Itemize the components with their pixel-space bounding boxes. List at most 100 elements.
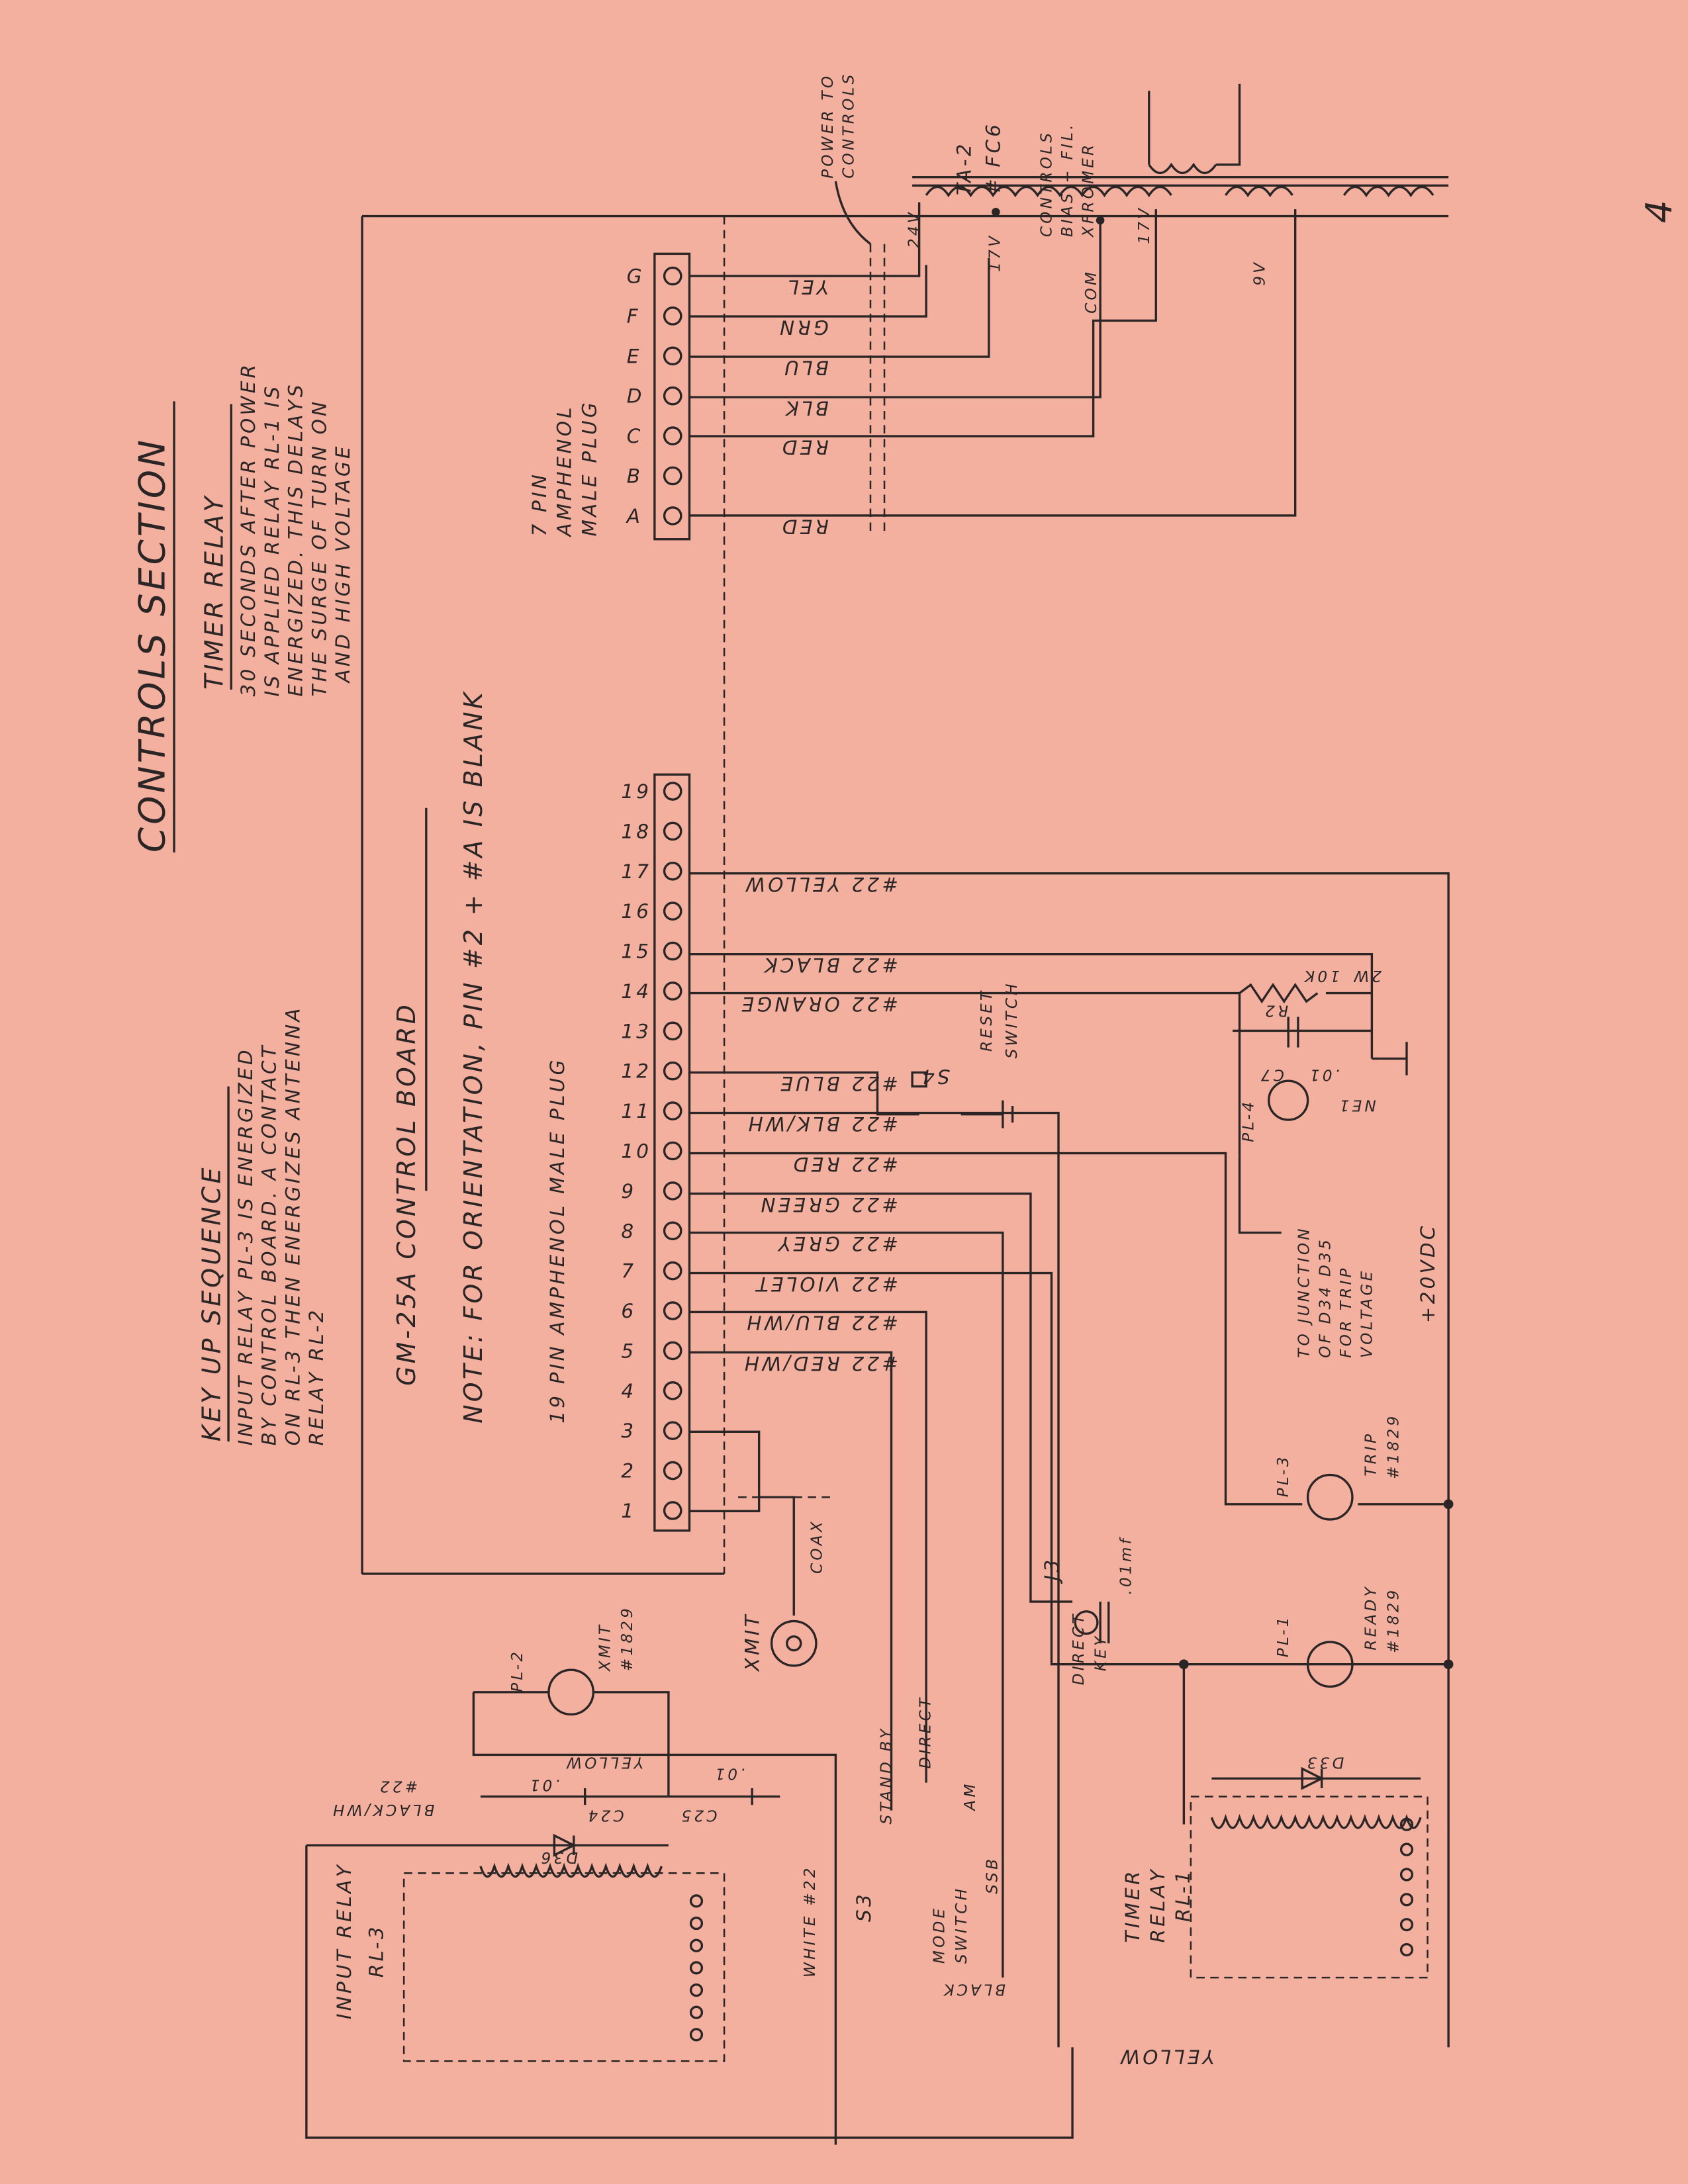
pin-6 <box>663 1301 682 1320</box>
r2-value: 10K <box>1302 967 1340 984</box>
pin-G <box>663 266 682 286</box>
junction-note: VOLTAGE <box>1358 1269 1376 1358</box>
key-up-line: BY CONTROL BOARD. A CONTACT <box>258 1043 281 1445</box>
wire-label-pin8: #22 GREY <box>776 1232 898 1255</box>
transformer-name: TA-2 <box>953 141 975 195</box>
pin-4 <box>663 1381 682 1400</box>
ne1-label: NE1 <box>1336 1097 1376 1114</box>
pin-label: 15 <box>621 940 651 963</box>
mode-switch-label: MODE <box>931 1906 948 1964</box>
pin-15 <box>663 941 682 961</box>
s4-label: S4 <box>919 1065 950 1087</box>
timer-relay-heading: TIMER RELAY <box>200 494 229 690</box>
direct-key-label: DIRECT <box>1070 1612 1088 1685</box>
wire-label-red: RED <box>779 435 828 458</box>
transformer-desc: XFROMER <box>1080 142 1098 238</box>
control-board-outline <box>361 214 1449 1575</box>
ready-label: #1829 <box>1385 1588 1402 1653</box>
trip-label: #1829 <box>1385 1414 1402 1479</box>
pin-label: 7 <box>621 1260 636 1283</box>
direct-key-label: KEY <box>1093 1634 1110 1672</box>
tap-17v-b: 17V <box>1136 206 1153 244</box>
wire-label-grn: GRN <box>777 316 829 338</box>
mode-switch-label: SWITCH <box>953 1886 970 1964</box>
power-to-controls: POWER TO <box>820 73 837 179</box>
pin-label: 18 <box>621 820 651 842</box>
component-labels: R2 10K 2W C7 .01 NE1 PL-4 RESET SWITCH S… <box>330 967 1439 2068</box>
pin-label: F <box>627 305 641 328</box>
transformer-desc: CONTROLS <box>1038 130 1055 237</box>
pin-C <box>663 426 682 445</box>
pin-F <box>663 306 682 326</box>
pin-18 <box>663 821 682 841</box>
relay-contact <box>689 1983 704 1997</box>
ready-label: READY <box>1363 1584 1380 1650</box>
vdc-label: +20VDC <box>1417 1224 1439 1324</box>
tap-9v: 9V <box>1251 260 1268 286</box>
relay-contact <box>689 2005 704 2019</box>
key-up-sequence-note: KEY UP SEQUENCE INPUT RELAY PL-3 IS ENER… <box>197 1005 328 1445</box>
relay-contact <box>689 1916 704 1931</box>
orientation-note: NOTE: FOR ORIENTATION, PIN #2 + #A IS BL… <box>459 690 488 1424</box>
relay-contact <box>1399 1893 1414 1907</box>
relay-contact <box>689 1961 704 1975</box>
power-to-controls: CONTROLS <box>841 72 858 179</box>
direct-label: DIRECT <box>917 1696 934 1769</box>
pin-label: 13 <box>621 1020 651 1042</box>
transformer-part: # FC6 <box>982 122 1005 195</box>
relay-contact <box>1399 1942 1414 1957</box>
pin-11 <box>663 1101 682 1120</box>
c25-value: .01 <box>712 1765 745 1782</box>
d36-label: D36 <box>538 1848 578 1866</box>
xmit-jack-label: XMIT <box>741 1612 764 1672</box>
pin-label: 1 <box>621 1500 636 1522</box>
board-title: GM-25A CONTROL BOARD <box>392 1002 421 1386</box>
pin-label: 17 <box>621 860 651 883</box>
coax-label: COAX <box>808 1519 825 1574</box>
page-number: 4 <box>1638 197 1680 223</box>
timer-relay-rl1-label: RL-1 <box>1172 1868 1194 1922</box>
wire-label-blk: BLK <box>783 396 829 419</box>
transformer-ta2 <box>912 83 1449 225</box>
key-up-line: ON RL-3 THEN ENERGIZES ANTENNA <box>281 1005 304 1445</box>
wire-label-pin11: #22 BLK/WH <box>745 1113 898 1135</box>
pin-label: B <box>627 465 643 488</box>
pin-13 <box>663 1021 682 1041</box>
pin-label: 3 <box>621 1420 636 1442</box>
pin-B <box>663 466 682 486</box>
pin-label: 6 <box>621 1300 636 1322</box>
pin-5 <box>663 1341 682 1361</box>
junction-note: OF D34 D35 <box>1317 1237 1334 1358</box>
plug7-label: 7 PIN <box>528 472 551 537</box>
relay-contact <box>1399 1918 1414 1932</box>
junction-note: FOR TRIP <box>1338 1265 1355 1358</box>
pin-E <box>663 346 682 366</box>
c7-value: .01 <box>1307 1066 1340 1083</box>
pl2-label: PL-2 <box>509 1649 526 1692</box>
relay-contact <box>689 1938 704 1952</box>
tap-com: COM <box>1083 269 1100 314</box>
d33-label: D33 <box>1304 1754 1344 1771</box>
standby-label: STAND BY <box>878 1726 896 1824</box>
timer-relay-line: ENERGIZED. THIS DELAYS <box>285 382 307 696</box>
wire-label-pin5: #22 RED/WH <box>742 1352 898 1375</box>
pin-10 <box>663 1141 682 1161</box>
pin-1 <box>663 1501 682 1520</box>
pin-label: 11 <box>621 1100 651 1122</box>
relay-contact <box>1399 1868 1414 1882</box>
white-wire-label: WHITE #22 <box>802 1865 819 1978</box>
wire-label-pin17: #22 YELLOW <box>743 873 898 895</box>
s3-label: S3 <box>853 1891 875 1922</box>
pin-label: D <box>627 385 645 408</box>
plug19-label: 19 PIN AMPHENOL MALE PLUG <box>546 1058 569 1424</box>
key-up-line: INPUT RELAY PL-3 IS ENERGIZED <box>234 1047 257 1445</box>
wire-label-pin7: #22 VIOLET <box>754 1273 899 1295</box>
wire-label-pin9: #22 GREEN <box>758 1193 898 1216</box>
xmit-lamp-label: XMIT <box>597 1623 614 1672</box>
trip-label: TRIP <box>1363 1432 1380 1477</box>
wire-label-pin12: #22 BLUE <box>778 1072 898 1095</box>
yellow-bottom-label: YELLOW <box>1118 2046 1215 2068</box>
